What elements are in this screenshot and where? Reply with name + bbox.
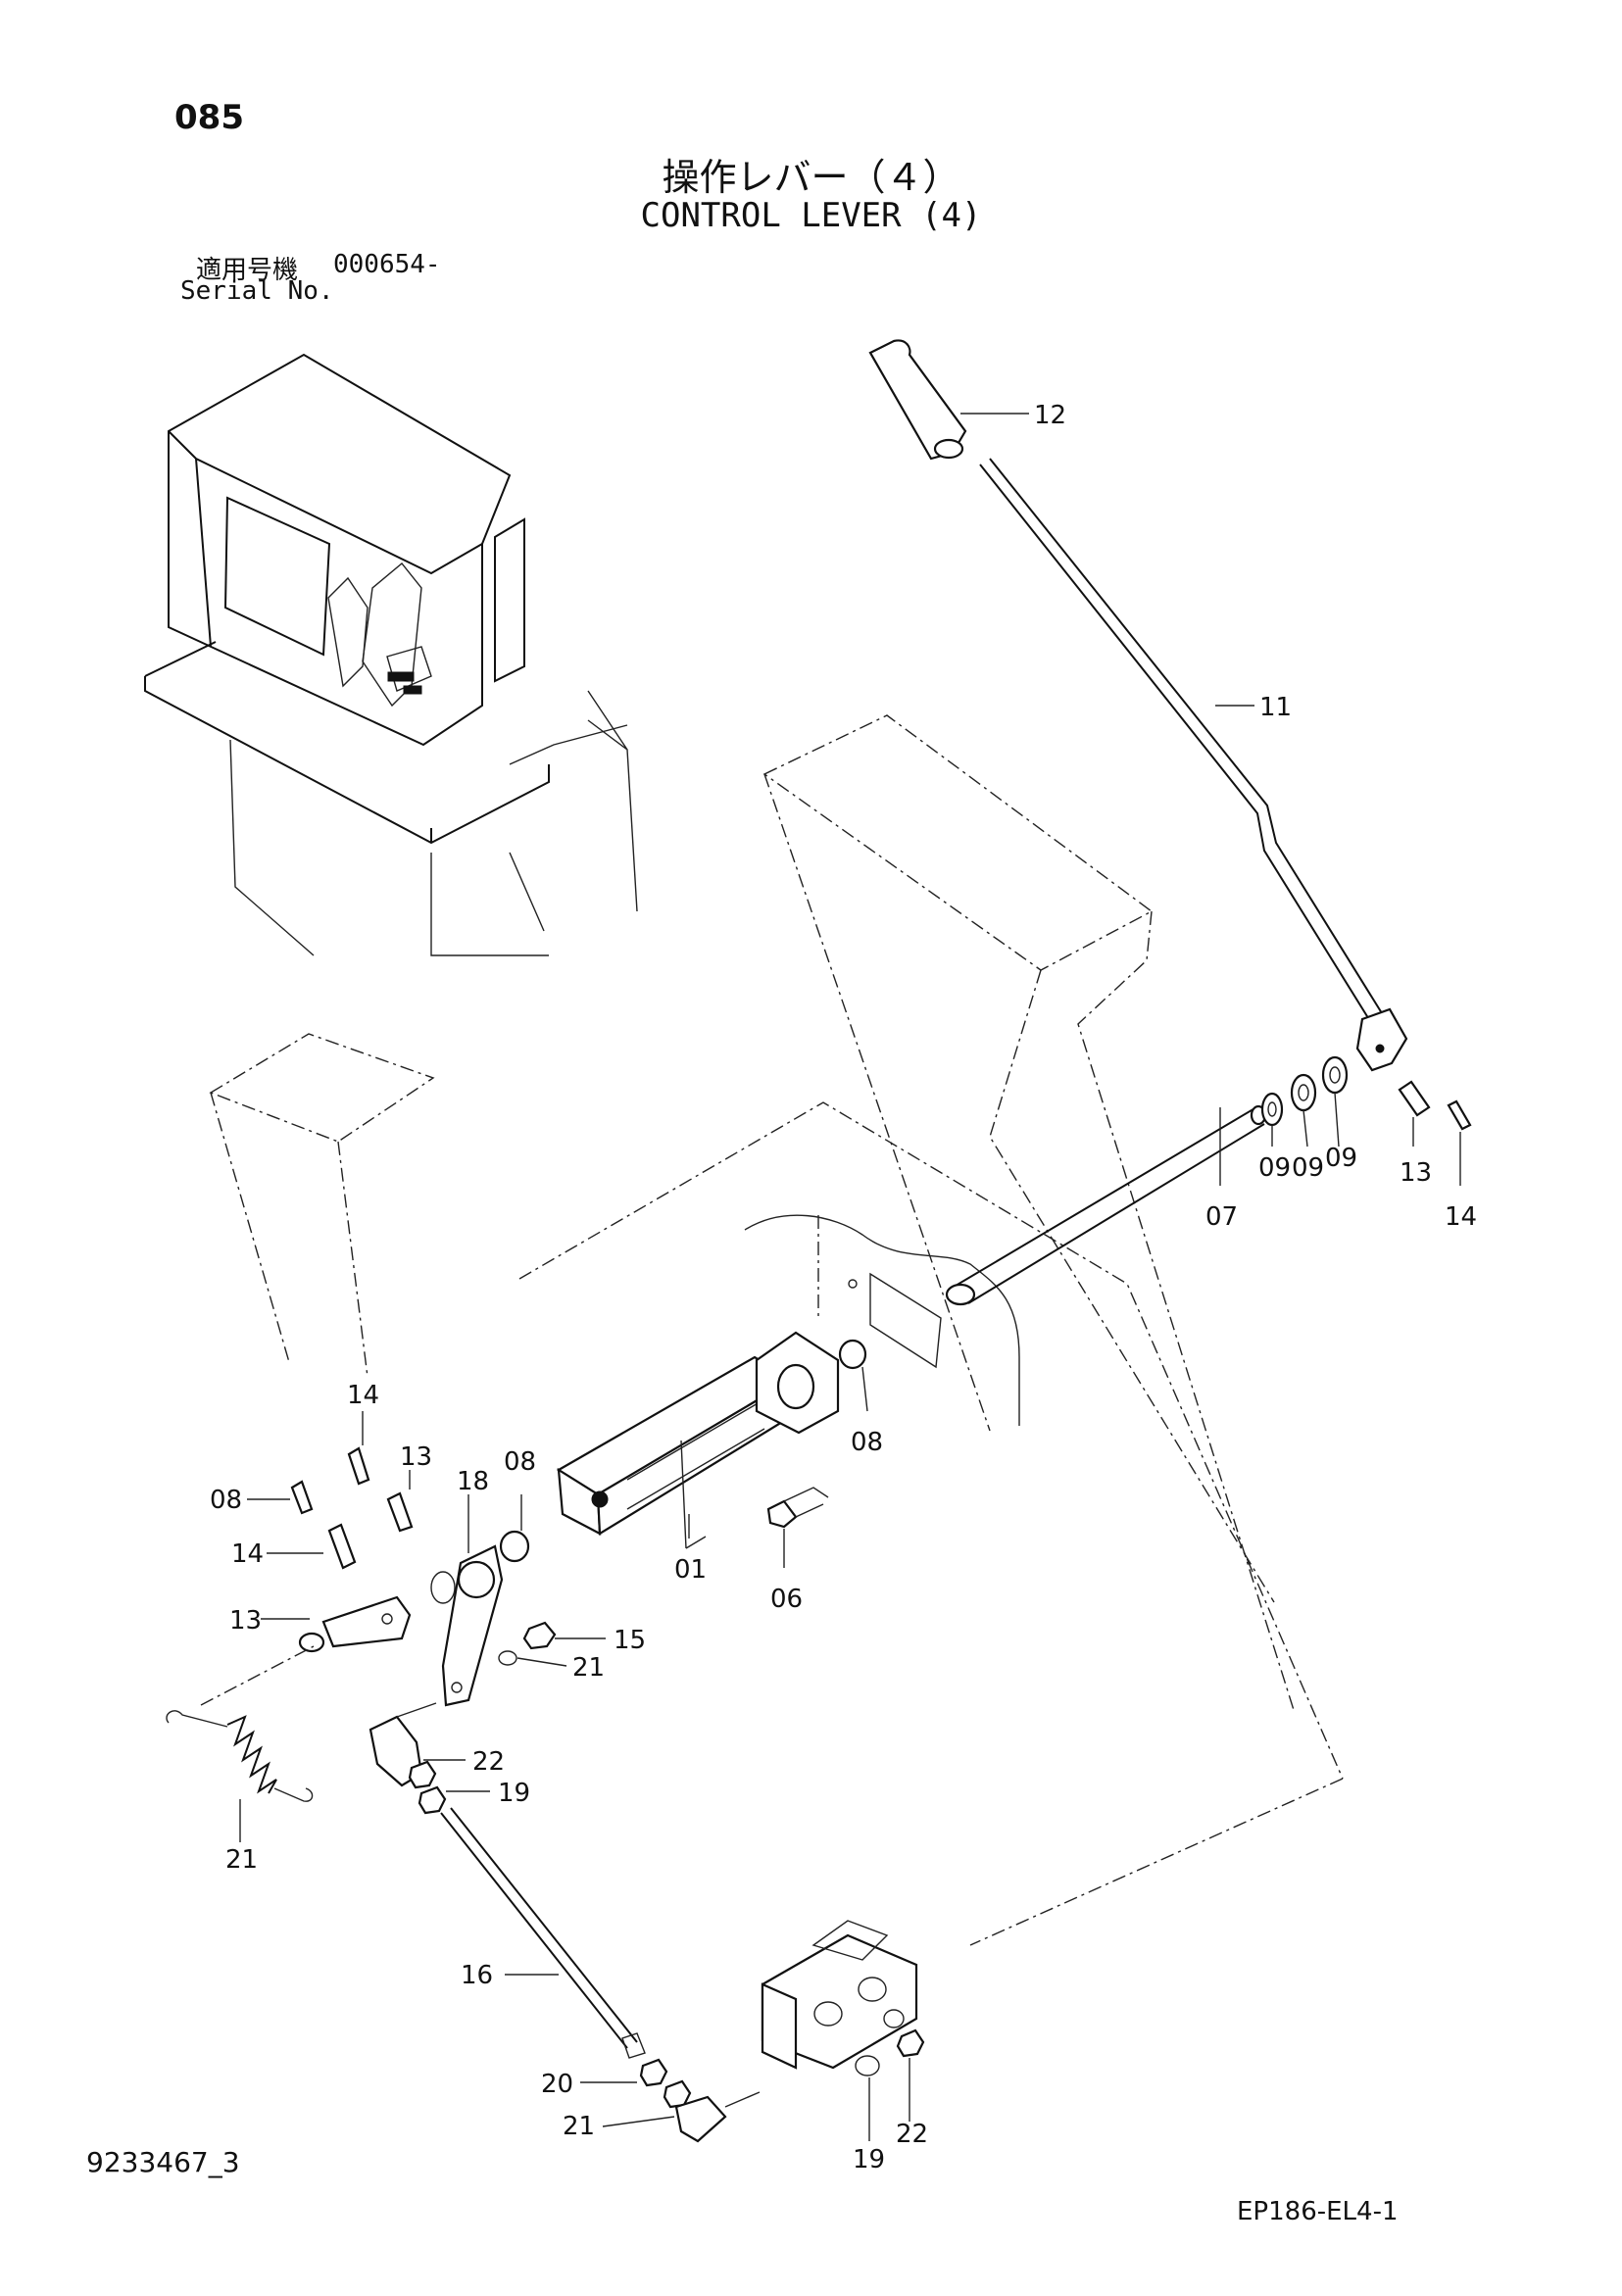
callout-09-a: 09 [1258, 1153, 1291, 1183]
page-title-japanese: 操作レバー（４） [662, 156, 960, 199]
bushings-08 [499, 1339, 867, 1563]
callout-14-left: 08 [210, 1486, 242, 1515]
bolt-06 [766, 1487, 829, 1529]
machine-overview-illustration [144, 353, 638, 956]
nut-washer-arm [498, 1621, 557, 1666]
callout-08-right: 08 [851, 1428, 883, 1457]
callout-19-bottom: 21 [563, 2112, 595, 2141]
callout-labels: 12 11 09 09 09 13 14 07 08 08 01 06 14 1… [210, 401, 1477, 2174]
leader-lines [239, 413, 1461, 2141]
pins-right [1398, 1080, 1472, 1131]
callout-13-left: 14 [231, 1539, 264, 1569]
callout-15: 13 [229, 1606, 262, 1636]
callout-11: 11 [1259, 693, 1292, 722]
rod-20 [440, 1807, 646, 2059]
control-lever [868, 339, 1408, 1072]
serial-label-japanese: 適用号機 [196, 256, 299, 285]
callout-09-c: 09 [1325, 1144, 1357, 1173]
shaft-07 [945, 1104, 1267, 1306]
callout-20: 16 [461, 1961, 493, 1990]
serial-label-english: Serial No. [180, 276, 334, 306]
callout-16: 21 [225, 1845, 258, 1875]
callout-21-valve: 22 [896, 2120, 928, 2149]
callout-21-arm: 15 [614, 1626, 646, 1655]
valve-block [761, 1920, 925, 2076]
callout-14-left-top: 14 [347, 1381, 379, 1410]
callout-12: 12 [1034, 401, 1066, 430]
drawing-code: EP186-EL4-1 [1237, 2197, 1399, 2226]
lever-15 [298, 1595, 412, 1653]
mounting-plate [848, 1272, 942, 1369]
callout-18: 18 [457, 1467, 489, 1496]
serial-number-value: 000654- [333, 250, 441, 279]
callout-19-top: 22 [472, 1747, 505, 1777]
ball-joint-19-bottom [639, 2058, 761, 2143]
arm-18 [430, 1544, 504, 1707]
callout-21-bottom: 20 [541, 2070, 573, 2099]
callout-07: 07 [1205, 1202, 1238, 1232]
callout-22-arm: 21 [572, 1653, 605, 1683]
callout-01: 01 [674, 1555, 707, 1585]
callout-22-bottom: 19 [853, 2145, 885, 2174]
callout-06: 06 [770, 1585, 803, 1614]
spring-16 [166, 1645, 315, 1802]
console-outline [209, 714, 1344, 1946]
callout-08-left: 08 [504, 1447, 536, 1477]
ball-joint-19-top [369, 1702, 447, 1815]
callout-14-right: 14 [1445, 1202, 1477, 1232]
pins-left [290, 1446, 414, 1570]
callout-13-left-top: 13 [400, 1442, 432, 1472]
damper-01 [556, 1331, 840, 1549]
callout-09-b: 09 [1292, 1153, 1324, 1183]
page-number: 085 [174, 98, 244, 137]
document-id: 9233467_3 [86, 2146, 240, 2178]
callout-21-mid: 19 [498, 1779, 530, 1808]
callout-13-right: 13 [1400, 1158, 1432, 1188]
page-title-english: CONTROL LEVER (4) [640, 196, 982, 235]
